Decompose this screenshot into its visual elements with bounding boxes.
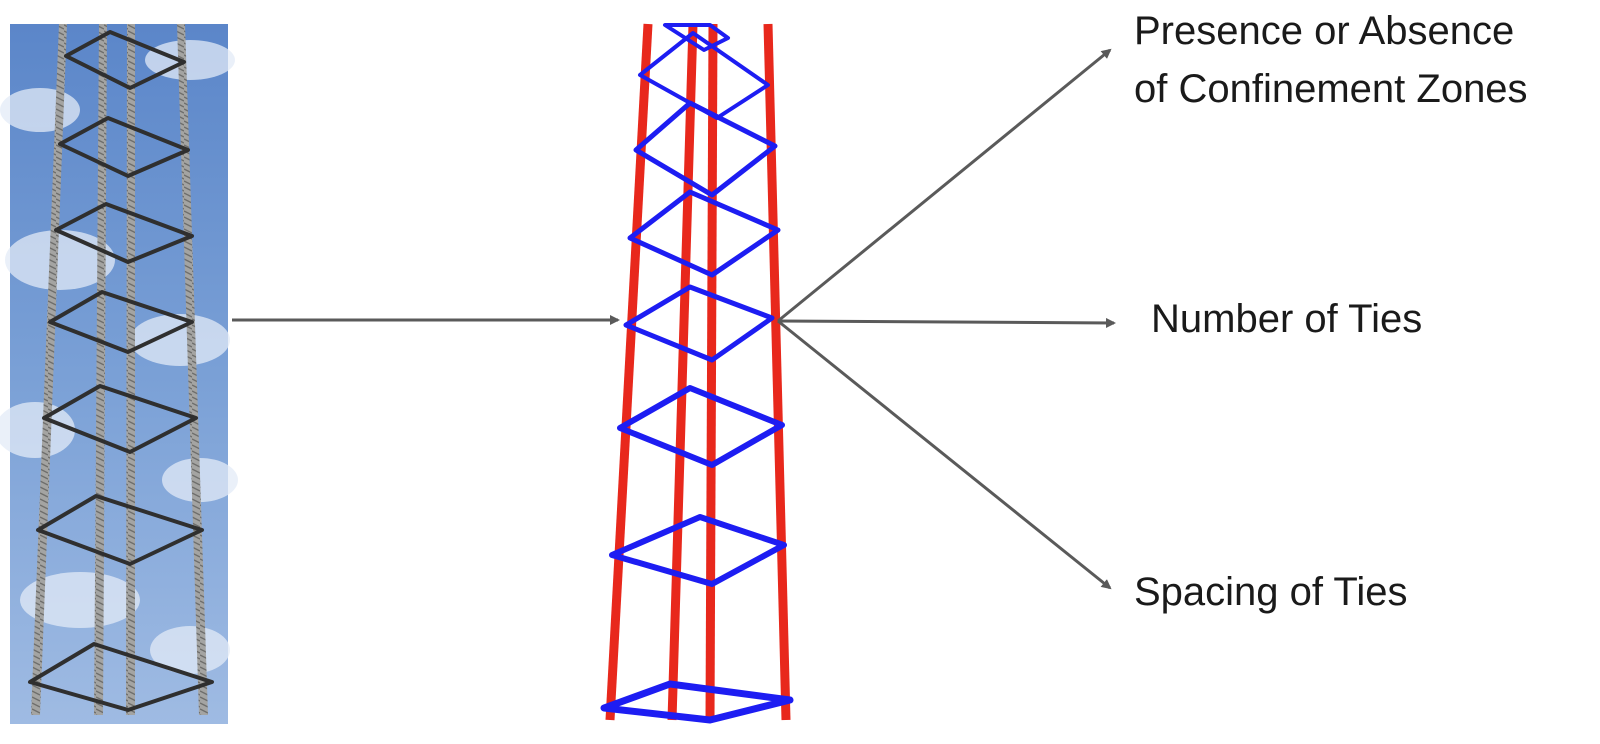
arrows bbox=[232, 48, 1116, 590]
label-confinement-line1: Presence or Absence bbox=[1134, 9, 1515, 53]
photo-ties bbox=[28, 30, 214, 712]
reinforcement-cage-photo bbox=[0, 24, 238, 724]
label-confinement-zones: Presence or Absence of Confinement Zones bbox=[1134, 2, 1528, 118]
arrow-to-confinement-zones bbox=[777, 48, 1112, 323]
label-number-of-ties: Number of Ties bbox=[1151, 297, 1423, 341]
label-confinement-line2: of Confinement Zones bbox=[1134, 67, 1528, 111]
reinforcement-cage-model bbox=[600, 23, 794, 724]
arrow-to-spacing-of-ties bbox=[777, 319, 1112, 590]
model-ties bbox=[600, 23, 794, 724]
photo-longitudinal-bars bbox=[31, 24, 208, 715]
label-spacing-of-ties: Spacing of Ties bbox=[1134, 570, 1408, 614]
arrow-to-number-of-ties bbox=[777, 317, 1116, 328]
model-longitudinal-bars bbox=[605, 23, 791, 721]
